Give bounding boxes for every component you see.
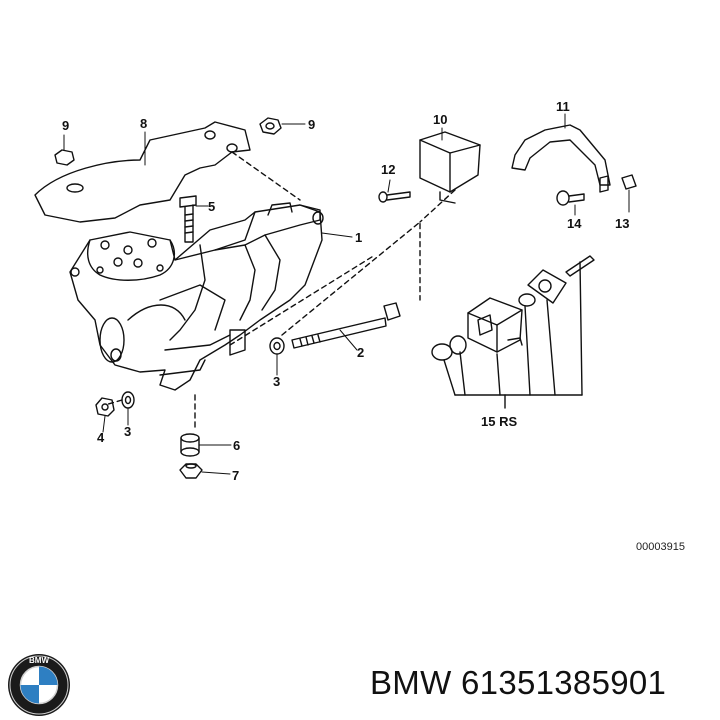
bmw-logo: BMW [8, 654, 70, 716]
bracket-11 [511, 124, 611, 193]
nut-9-right-hole [265, 122, 275, 130]
callout-8: 8 [140, 116, 147, 131]
callout-5: 5 [208, 199, 215, 214]
nut-9-left [54, 149, 75, 166]
callout-3-right: 3 [273, 374, 280, 389]
bolt-14 [556, 190, 585, 206]
callout-2: 2 [357, 345, 364, 360]
nut-7 [179, 463, 203, 479]
sensor-assembly-15 [431, 255, 595, 409]
callout-7: 7 [232, 468, 239, 483]
callout-6: 6 [233, 438, 240, 453]
callout-10: 10 [433, 112, 447, 127]
callout-12: 12 [381, 162, 395, 177]
callout-14: 14 [567, 216, 582, 231]
screw-12 [378, 191, 411, 203]
nut-4 [95, 397, 115, 417]
bushing-6 [180, 433, 200, 457]
callout-11: 11 [556, 99, 570, 114]
washer-3-left [121, 391, 135, 409]
callout-9-left: 9 [62, 118, 69, 133]
document-number: 00003915 [636, 541, 685, 553]
callout-1: 1 [355, 230, 362, 245]
logo-text: BMW [29, 656, 49, 665]
callout-3-left: 3 [124, 424, 131, 439]
leader-lines [63, 113, 630, 475]
clip-13 [621, 174, 637, 190]
washer-3-right [269, 337, 285, 355]
guide-lines [104, 151, 456, 431]
callouts: 9 8 9 5 1 2 3 4 3 6 7 10 11 12 13 14 15 … [62, 99, 629, 483]
callout-4: 4 [97, 430, 105, 445]
callout-13: 13 [615, 216, 629, 231]
callout-15-rs: 15 RS [481, 414, 517, 429]
bracket-8 [34, 121, 251, 223]
bolt-5 [179, 195, 197, 243]
part-title: BMW 61351385901 [370, 664, 667, 701]
bolt-2 [291, 302, 401, 349]
callout-9-right: 9 [308, 117, 315, 132]
control-module-10 [419, 131, 481, 204]
bracket-8-hole [66, 183, 84, 193]
bracket-8-hole-3 [226, 143, 238, 153]
bracket-8-hole-2 [204, 130, 216, 140]
steering-box [69, 202, 324, 391]
nut-9-right [259, 117, 282, 135]
